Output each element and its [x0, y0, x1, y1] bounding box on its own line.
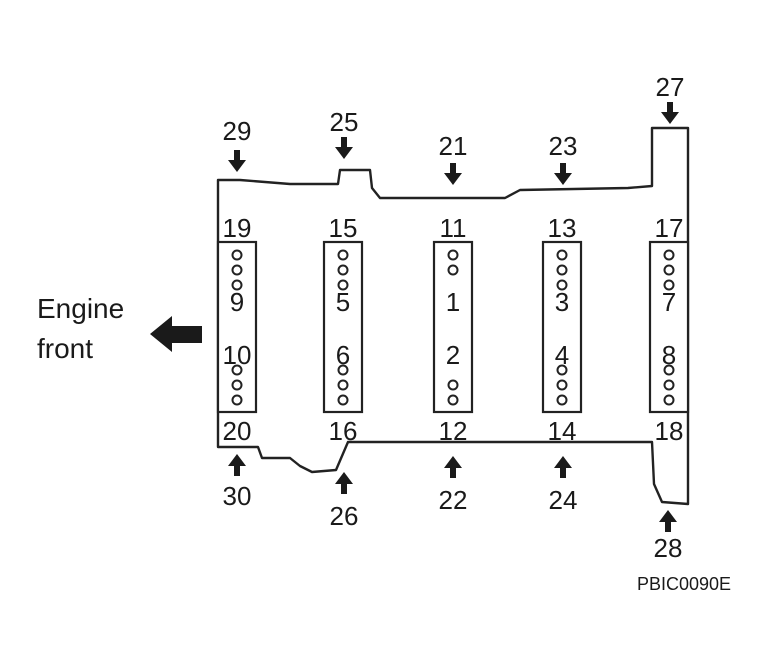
bolt-number: 10 — [223, 340, 252, 370]
bolt-number: 15 — [329, 213, 358, 243]
bolt-number: 1 — [446, 287, 460, 317]
bolt-number: 16 — [329, 416, 358, 446]
bottom-arrow-number: 22 — [439, 485, 468, 515]
bolt-number: 18 — [655, 416, 684, 446]
down-arrow-icon — [554, 163, 572, 185]
bolt-number: 9 — [230, 287, 244, 317]
figure-code: PBIC0090E — [637, 574, 731, 594]
down-arrow-icon — [444, 163, 462, 185]
up-arrow-icon — [554, 456, 572, 478]
up-arrow-icon — [444, 456, 462, 478]
bolt-number: 14 — [548, 416, 577, 446]
bolt-number: 6 — [336, 340, 350, 370]
down-arrow-icon — [661, 102, 679, 124]
top-arrow-number: 25 — [330, 107, 359, 137]
bolt-number: 20 — [223, 416, 252, 446]
up-arrow-icon — [659, 510, 677, 532]
bearing-cap-3 — [432, 240, 474, 414]
top-arrow-number: 27 — [656, 72, 685, 102]
bolt-number: 19 — [223, 213, 252, 243]
bottom-arrow-number: 24 — [549, 485, 578, 515]
bolt-number: 3 — [555, 287, 569, 317]
bottom-arrow-number: 26 — [330, 501, 359, 531]
top-arrow-number: 29 — [223, 116, 252, 146]
top-arrow-number: 23 — [549, 131, 578, 161]
bolt-number: 11 — [440, 213, 467, 243]
down-arrow-icon — [228, 150, 246, 172]
bearing-cap-1 — [216, 240, 258, 414]
top-arrow-number: 21 — [439, 131, 468, 161]
bolt-number: 7 — [662, 287, 676, 317]
bolt-number: 13 — [548, 213, 577, 243]
bolt-number: 12 — [439, 416, 468, 446]
up-arrow-icon — [335, 472, 353, 494]
bearing-cap-2 — [322, 240, 364, 414]
bolt-number: 5 — [336, 287, 350, 317]
bottom-arrow-number: 30 — [223, 481, 252, 511]
up-arrow-icon — [228, 454, 246, 476]
engine-front-label-line1: Engine — [37, 293, 124, 324]
down-arrow-icon — [335, 137, 353, 159]
bearing-cap-4 — [541, 240, 583, 414]
bolt-number: 2 — [446, 340, 460, 370]
left-arrow-icon — [150, 316, 202, 352]
bolt-number: 4 — [555, 340, 569, 370]
bearing-cap-5 — [648, 240, 690, 414]
bottom-arrow-number: 28 — [654, 533, 683, 563]
engine-front-label-line2: front — [37, 333, 93, 364]
bolt-number: 17 — [655, 213, 684, 243]
bolt-number: 8 — [662, 340, 676, 370]
